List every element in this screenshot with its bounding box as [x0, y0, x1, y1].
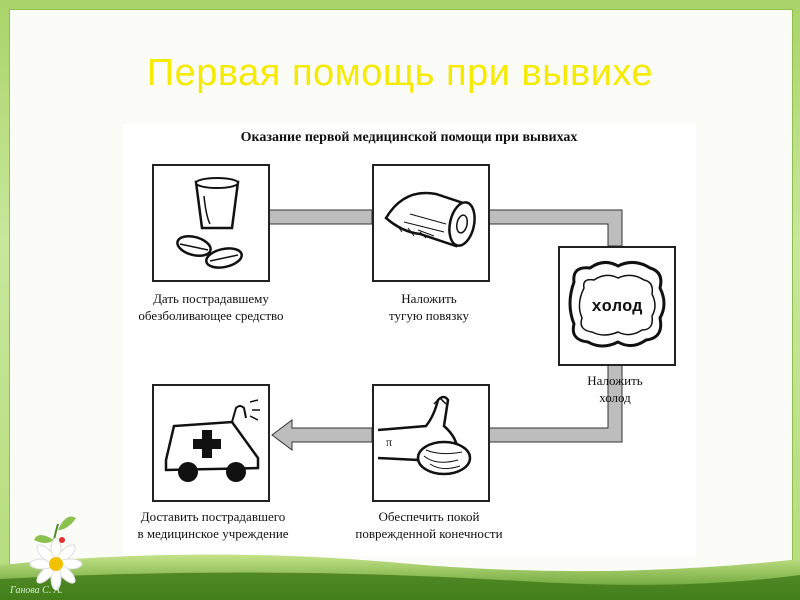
cold-pack-text: холод — [591, 298, 642, 317]
cup-and-pills-icon — [154, 166, 268, 280]
cold-pack-icon: холод — [560, 248, 674, 364]
step-label-3: Наложить холод — [542, 372, 688, 406]
connector-2-3 — [487, 210, 622, 246]
step-label-1: Дать пострадавшему обезболивающее средст… — [122, 290, 300, 324]
svg-text:π: π — [386, 435, 392, 449]
step-box-4: π — [372, 384, 490, 502]
connector-1-2 — [268, 210, 372, 224]
grass-decoration — [0, 535, 800, 600]
step-box-1 — [152, 164, 270, 282]
first-aid-diagram: Оказание первой медицинской помощи при в… — [122, 124, 696, 556]
splinted-arm-icon: π — [374, 386, 488, 500]
author-signature: Ганова С. А. — [10, 585, 62, 596]
bandage-roll-icon — [374, 166, 488, 280]
ambulance-icon — [154, 386, 268, 500]
slide-title: Первая помощь при вывихе — [0, 52, 800, 95]
step-box-2 — [372, 164, 490, 282]
step-box-3: холод — [558, 246, 676, 366]
connector-4-5-arrow — [272, 420, 372, 450]
step-label-2: Наложить тугую повязку — [344, 290, 514, 324]
daisy-flower-icon — [22, 500, 92, 590]
step-box-5 — [152, 384, 270, 502]
